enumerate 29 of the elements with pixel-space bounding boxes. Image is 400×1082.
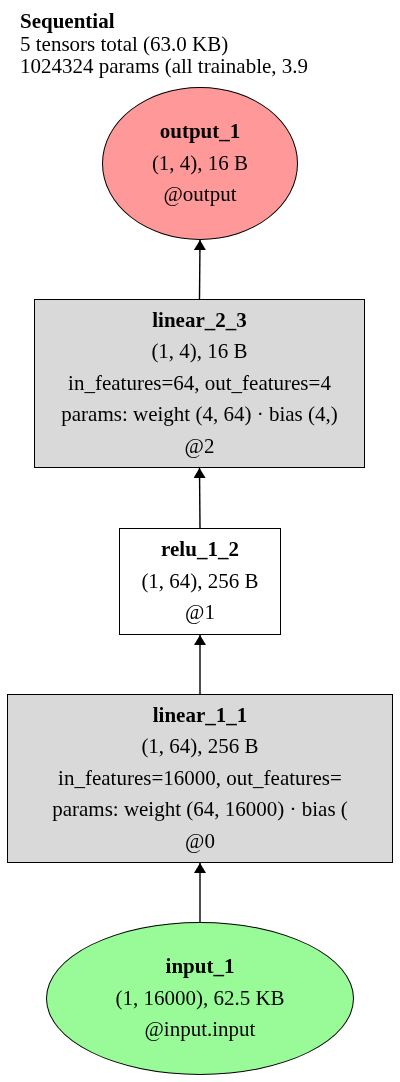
summary-line: 5 tensors total (63.0 KB)	[20, 33, 229, 55]
arrow	[193, 239, 206, 300]
node-detail: (1, 16000), 62.5 KB	[115, 984, 285, 1012]
node-address: @2	[184, 432, 215, 460]
node-title: output_1	[159, 118, 241, 146]
arrow	[194, 862, 206, 923]
layer-box	[34, 299, 365, 468]
node-detail: params: weight (64, 16000) · bias (	[52, 796, 348, 824]
node-detail: params: weight (4, 64) · bias (4,)	[61, 401, 338, 429]
arrow	[193, 467, 206, 529]
node-title: linear_1_1	[152, 701, 248, 729]
node-title: relu_1_2	[161, 536, 239, 564]
node-title: input_1	[165, 953, 235, 981]
node-detail: (1, 4), 16 B	[151, 149, 249, 177]
node-address: @input.input	[144, 1016, 256, 1044]
node-detail: in_features=64, out_features=4	[68, 369, 331, 397]
diagram-title: Sequential	[20, 10, 115, 32]
node-detail: (1, 64), 256 B	[141, 567, 259, 595]
node-address: @output	[163, 181, 237, 209]
node-address: @1	[185, 599, 215, 627]
layer-box	[7, 694, 393, 863]
node-detail: in_features=16000, out_features=	[58, 764, 342, 792]
node-detail: (1, 4), 16 B	[151, 338, 248, 366]
arrow	[194, 634, 206, 695]
summary-line: 1024324 params (all trainable, 3.9	[20, 55, 309, 77]
node-detail: (1, 64), 256 B	[141, 733, 259, 761]
node-address: @0	[185, 827, 215, 855]
node-title: linear_2_3	[152, 306, 247, 334]
layer-box	[119, 528, 281, 635]
